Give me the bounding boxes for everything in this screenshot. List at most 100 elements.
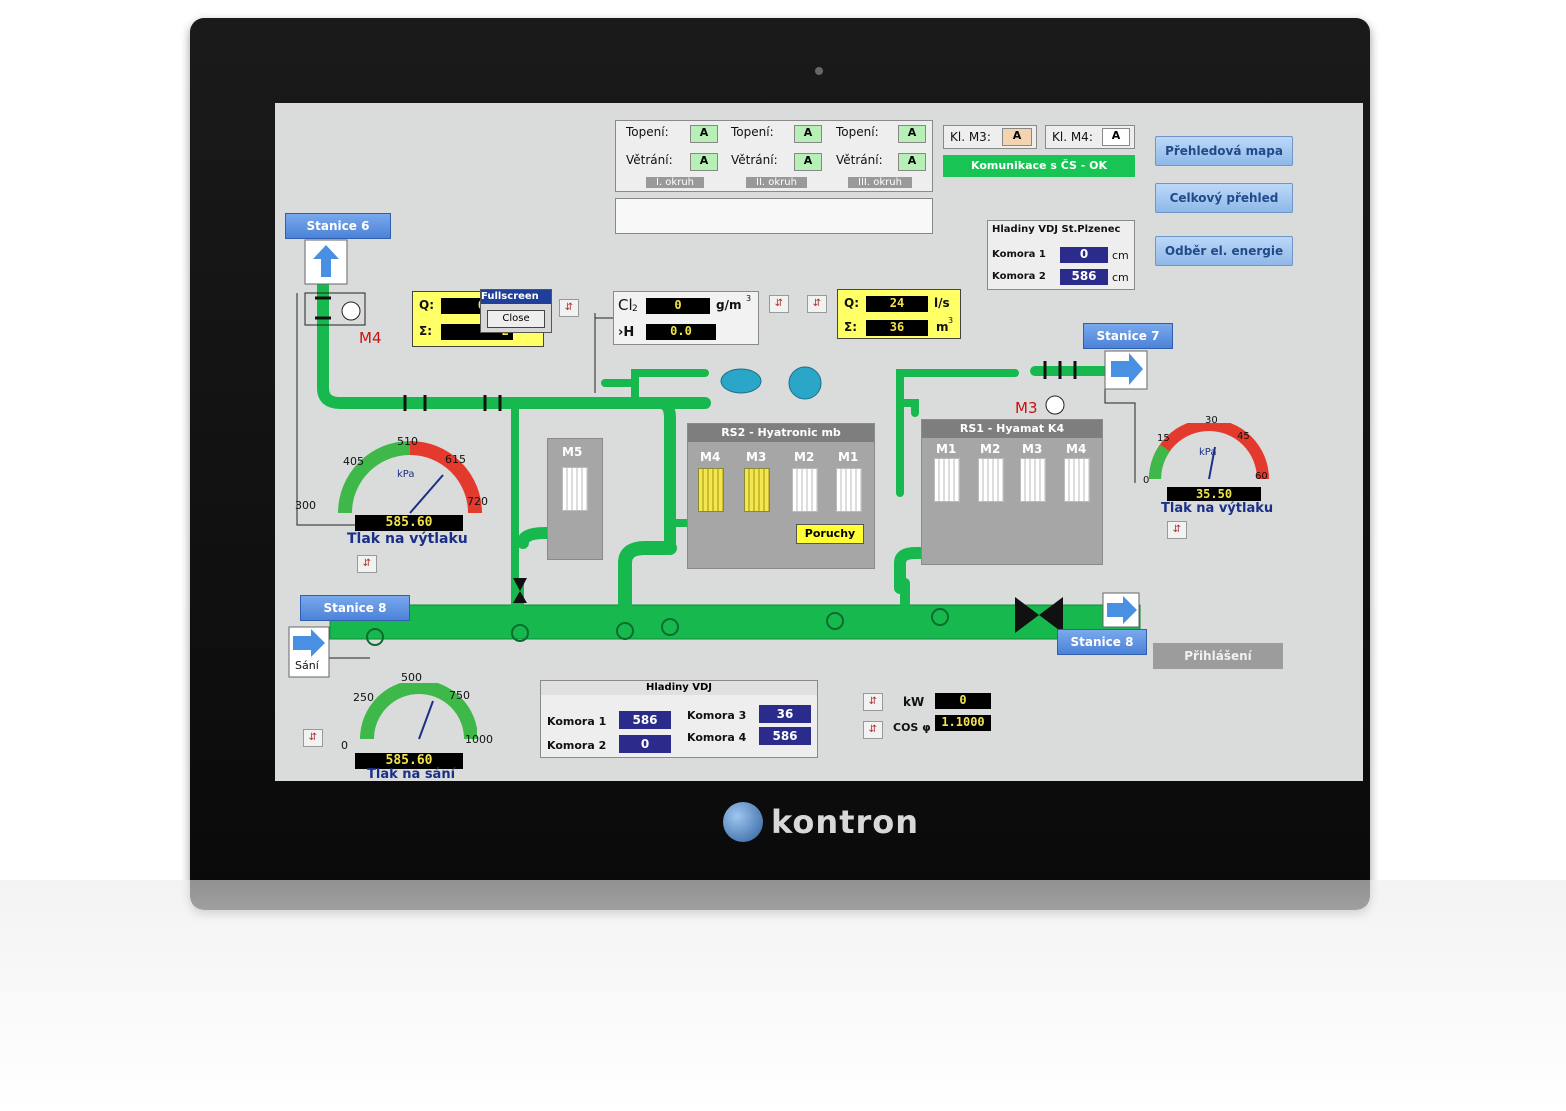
ph-label: ›H <box>618 325 635 340</box>
energy-consumption-button[interactable]: Odběr el. energie <box>1155 236 1293 266</box>
rs2-fault-button[interactable]: Poruchy <box>796 524 864 544</box>
login-button[interactable]: Přihlášení <box>1153 643 1283 669</box>
gauge-right-dial <box>1149 423 1269 480</box>
popup-title: Fullscreen <box>481 290 551 304</box>
rs1-m3-label: M3 <box>1022 442 1043 456</box>
station-7-button[interactable]: Stanice 7 <box>1083 323 1173 349</box>
rs2-m3-label: M3 <box>746 450 767 464</box>
rs1-m4-motor-icon <box>1064 458 1090 502</box>
general-overview-button[interactable]: Celkový přehled <box>1155 183 1293 213</box>
toggle-button-gauge-left[interactable]: ⇵ <box>357 555 377 573</box>
rs2-m4-label: M4 <box>700 450 721 464</box>
rs2-m1-motor-icon <box>836 468 862 512</box>
reservoir-vdj-title: Hladiny VDJ <box>541 681 817 695</box>
chamber1-label: Komora 1 <box>992 249 1046 260</box>
gauge-bottom-tick-250: 250 <box>353 691 374 704</box>
flow-right-q-label: Q: <box>844 296 859 310</box>
station-8-right-button[interactable]: Stanice 8 <box>1057 629 1147 655</box>
overview-map-button[interactable]: Přehledová mapa <box>1155 136 1293 166</box>
flow-right-q-unit: l/s <box>934 296 950 310</box>
gauge-left-value: 585.60 <box>355 515 463 531</box>
flow-right-sum-value: 36 <box>866 320 928 336</box>
chamber2-label: Komora 2 <box>992 271 1046 282</box>
gauge-left-tick-615: 615 <box>445 453 466 466</box>
circuit3-vent-state: A <box>898 153 926 171</box>
circuit1-vent-label: Větrání: <box>626 153 673 167</box>
kl-m3-box: Kl. M3: A <box>943 125 1037 149</box>
circuit2-vent-state: A <box>794 153 822 171</box>
gauge-left-tick-300: 300 <box>295 499 316 512</box>
gauge-bottom-value: 585.60 <box>355 753 463 769</box>
cos-phi-label: COS φ <box>893 721 931 734</box>
toggle-button-flow-left[interactable]: ⇵ <box>559 299 579 317</box>
cl-subscript: 2 <box>632 304 638 314</box>
circuit2-heat-state: A <box>794 125 822 143</box>
circuit2-name: II. okruh <box>746 177 807 188</box>
kl-m3-state: A <box>1002 128 1032 146</box>
reservoir-levels-vdj: Hladiny VDJ Komora 1 586 Komora 2 0 Komo… <box>540 680 818 758</box>
gauge-left-tick-510: 510 <box>397 435 418 448</box>
fullscreen-popup: Fullscreen Close <box>480 289 552 333</box>
gauge-right-tick-60: 60 <box>1255 471 1268 482</box>
rs2-m1-label: M1 <box>838 450 859 464</box>
rs2-m4-motor-icon <box>698 468 724 512</box>
monitor-reflection <box>0 880 1566 1111</box>
hmi-screen: Topení: A Větrání: A I. okruh Topení: A … <box>275 103 1363 781</box>
toggle-button-cos[interactable]: ⇵ <box>863 721 883 739</box>
circuit1-vent-state: A <box>690 153 718 171</box>
vdj-chamber1-label: Komora 1 <box>547 715 607 728</box>
circuit1-name: I. okruh <box>646 177 705 188</box>
toggle-button-kw[interactable]: ⇵ <box>863 693 883 711</box>
circuit3-vent-label: Větrání: <box>836 153 883 167</box>
kl-m4-box: Kl. M4: A <box>1045 125 1135 149</box>
vdj-chamber4-label: Komora 4 <box>687 731 747 744</box>
cl-value: 0 <box>646 298 710 314</box>
toggle-button-flow-right[interactable]: ⇵ <box>807 295 827 313</box>
message-field[interactable] <box>615 198 933 234</box>
chem-panel: Cl 2 0 g/m 3 ›H 0.0 <box>613 291 759 345</box>
gauge-right-value: 35.50 <box>1167 487 1261 501</box>
brand-logo: kontron <box>723 800 919 844</box>
gauge-bottom-tick-1000: 1000 <box>465 733 493 746</box>
gauge-right-unit: kPa <box>1199 447 1217 458</box>
toggle-button-gauge-right[interactable]: ⇵ <box>1167 521 1187 539</box>
station-6-button[interactable]: Stanice 6 <box>285 213 391 239</box>
rs1-m2-motor-icon <box>978 458 1004 502</box>
suction-label: Sání <box>295 659 319 672</box>
motor-m3-label: M3 <box>1015 399 1038 417</box>
circuit3-heat-state: A <box>898 125 926 143</box>
toggle-button-cl[interactable]: ⇵ <box>769 295 789 313</box>
kl-m4-label: Kl. M4: <box>1052 130 1093 144</box>
toggle-button-gauge-bottom[interactable]: ⇵ <box>303 729 323 747</box>
rs1-m2-label: M2 <box>980 442 1001 456</box>
rs2-m2-label: M2 <box>794 450 815 464</box>
rs2-station: RS2 - Hyatronic mb M4 M3 M2 M1 Poruchy <box>687 423 875 569</box>
chamber2-unit: cm <box>1112 271 1129 284</box>
gauge-bottom-caption: Tlak na sání <box>367 767 456 781</box>
vdj-chamber1-value: 586 <box>619 711 671 729</box>
gauge-bottom-tick-0: 0 <box>341 739 348 752</box>
chamber2-value: 586 <box>1060 269 1108 285</box>
gauge-right-caption: Tlak na výtlaku <box>1161 501 1274 516</box>
circuit3-name: III. okruh <box>848 177 912 188</box>
camera-icon <box>815 67 823 75</box>
m5-unit: M5 <box>547 438 603 560</box>
kw-value: 0 <box>935 693 991 709</box>
popup-close-button[interactable]: Close <box>487 310 545 328</box>
vdj-chamber3-label: Komora 3 <box>687 709 747 722</box>
station-8-left-button[interactable]: Stanice 8 <box>300 595 410 621</box>
flow-right-sum-unit: m <box>936 320 949 334</box>
rs2-m2-motor-icon <box>792 468 818 512</box>
circuit3-heat-label: Topení: <box>836 125 879 139</box>
brand-name: kontron <box>771 803 920 841</box>
cl-unit-superscript: 3 <box>746 294 752 303</box>
rs1-station: RS1 - Hyamat K4 M1 M2 M3 M4 <box>921 419 1103 565</box>
vdj-chamber2-label: Komora 2 <box>547 739 607 752</box>
motor-m4-label: M4 <box>359 329 382 347</box>
chamber1-value: 0 <box>1060 247 1108 263</box>
flow-meter-right: Q: 24 l/s Σ: 36 m 3 <box>837 289 961 339</box>
flow-right-sum-unit-superscript: 3 <box>948 316 954 325</box>
flow-left-q-label: Q: <box>419 298 434 312</box>
gauge-left-dial <box>338 441 482 514</box>
vdj-chamber4-value: 586 <box>759 727 811 745</box>
